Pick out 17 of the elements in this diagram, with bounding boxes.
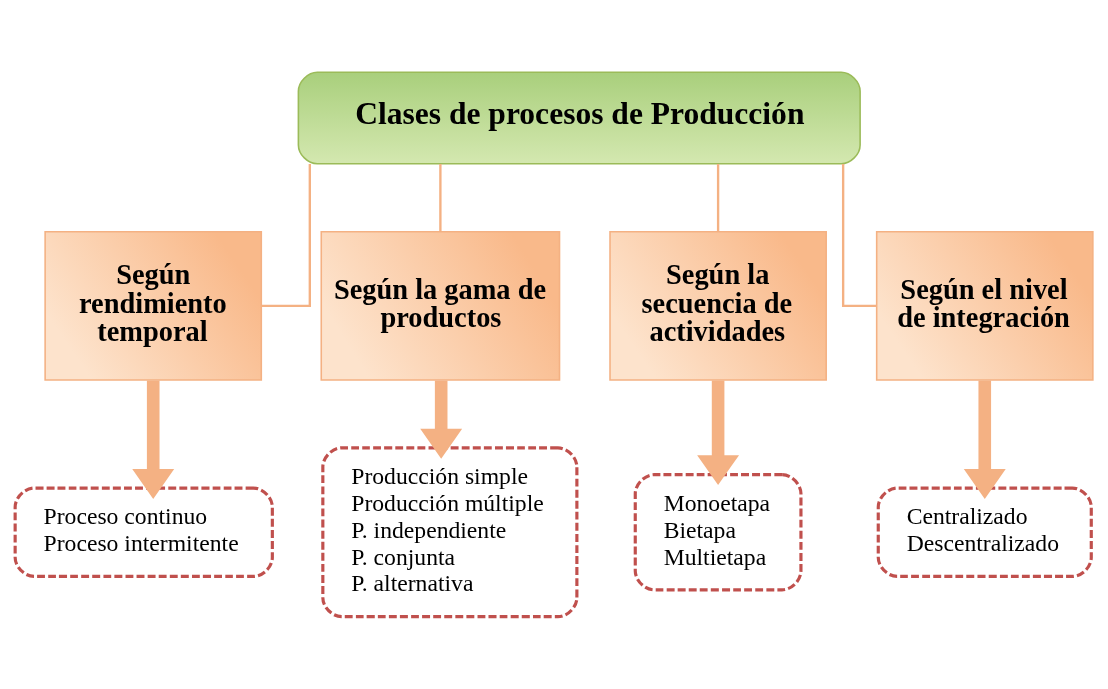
node-box: Clases de procesos de Producción (297, 71, 861, 165)
node-box: Monoetapa Bietapa Multietapa (633, 473, 803, 592)
arrow (132, 380, 175, 499)
node-box: Proceso continuo Proceso intermitente (13, 486, 274, 579)
node-box: Según la gama de productos (320, 230, 561, 381)
arrow (420, 380, 463, 459)
node-box: Según la secuencia de actividades (609, 230, 827, 381)
connector (716, 164, 720, 232)
arrow (963, 380, 1006, 499)
node-box: Centralizado Descentralizado (876, 486, 1093, 579)
connector (439, 164, 442, 232)
connector (841, 164, 876, 308)
connector (261, 164, 311, 308)
node-box: Según el nivel de integración (875, 230, 1094, 381)
node-box: Producción simple Producción múltiple P. independiente P. conjunta P. alternativa (321, 446, 579, 619)
node-box: Según rendimiento temporal (44, 230, 263, 381)
arrow (697, 380, 740, 486)
